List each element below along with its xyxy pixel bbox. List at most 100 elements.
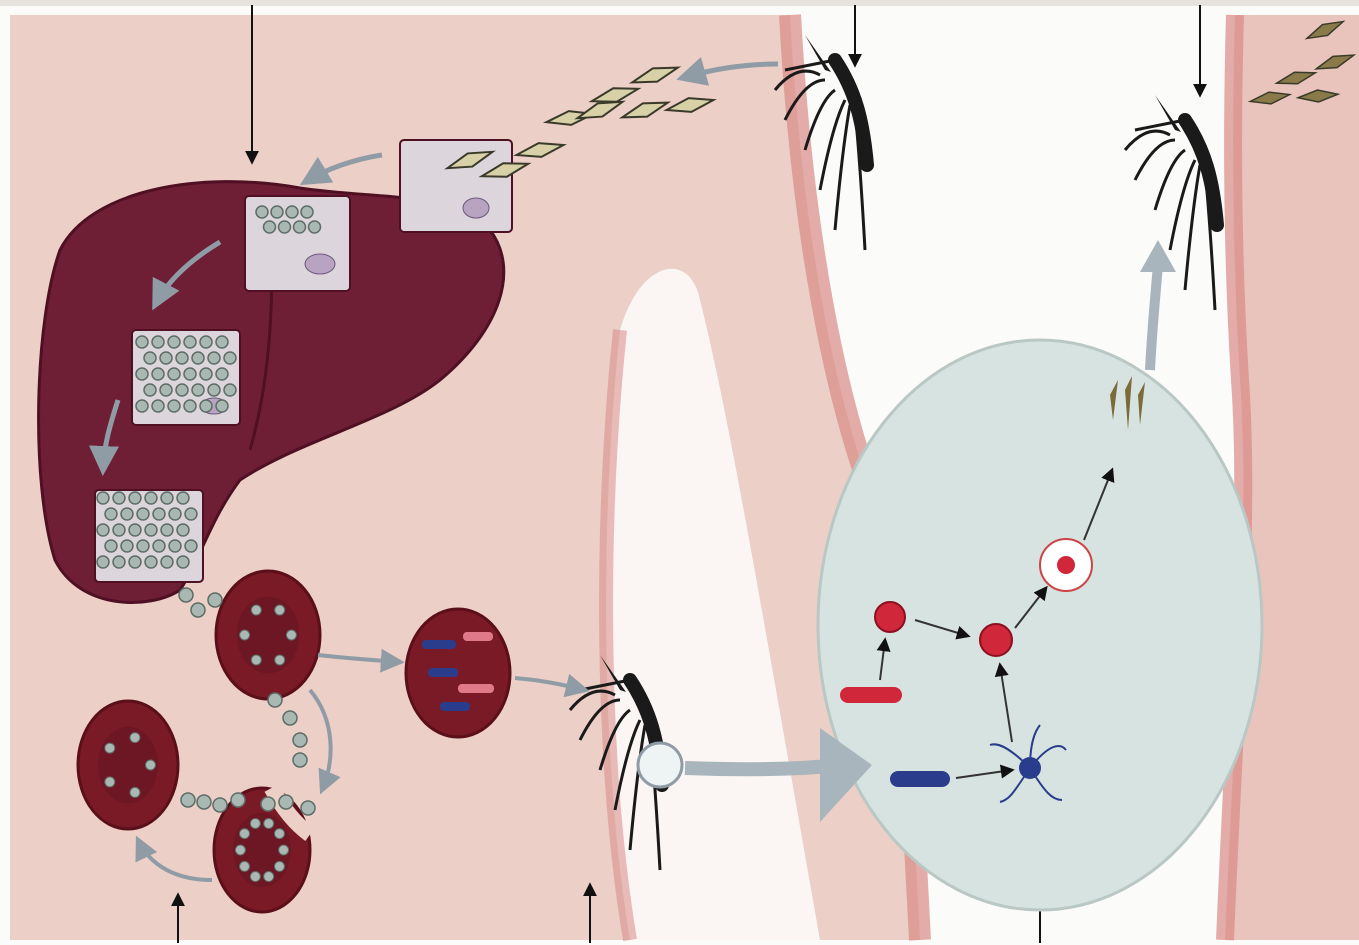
merozoite — [161, 492, 173, 504]
merozoite — [240, 630, 250, 640]
merozoite — [200, 400, 212, 412]
merozoite — [283, 711, 297, 725]
merozoite — [136, 336, 148, 348]
merozoite — [240, 861, 250, 871]
merozoite — [301, 801, 315, 815]
macrogamete — [875, 602, 905, 632]
merozoite — [213, 798, 227, 812]
merozoite — [216, 400, 228, 412]
merozoite — [160, 384, 172, 396]
merozoite — [97, 492, 109, 504]
merozoite — [264, 221, 276, 233]
merozoite — [279, 845, 289, 855]
zygote — [980, 624, 1012, 656]
merozoite — [184, 400, 196, 412]
merozoite — [261, 797, 275, 811]
merozoite — [168, 336, 180, 348]
merozoite — [168, 368, 180, 380]
macrogametocyte — [840, 687, 902, 703]
merozoite — [121, 508, 133, 520]
merozoite — [161, 556, 173, 568]
merozoite — [97, 556, 109, 568]
merozoite — [145, 524, 157, 536]
merozoite — [185, 508, 197, 520]
merozoite — [200, 336, 212, 348]
merozoite — [279, 795, 293, 809]
merozoite — [192, 384, 204, 396]
merozoite — [105, 540, 117, 552]
merozoite — [137, 540, 149, 552]
merozoite — [251, 605, 261, 615]
merozoite — [179, 588, 193, 602]
merozoite — [136, 400, 148, 412]
red-blood-cell — [216, 571, 320, 699]
merozoite — [169, 540, 181, 552]
oocyst-core — [1057, 556, 1075, 574]
merozoite — [105, 777, 115, 787]
merozoite — [176, 384, 188, 396]
merozoite — [136, 368, 148, 380]
merozoite — [208, 384, 220, 396]
merozoite — [286, 206, 298, 218]
merozoite — [105, 743, 115, 753]
merozoite — [177, 556, 189, 568]
merozoite — [145, 492, 157, 504]
merozoite — [152, 368, 164, 380]
merozoite — [192, 352, 204, 364]
merozoite — [105, 508, 117, 520]
merozoite — [184, 336, 196, 348]
merozoite — [153, 508, 165, 520]
red-blood-cell — [78, 701, 178, 829]
merozoite — [208, 352, 220, 364]
merozoite — [264, 872, 274, 882]
merozoite — [293, 753, 307, 767]
top-rule — [0, 0, 1359, 6]
merozoite — [191, 603, 205, 617]
merozoite — [309, 221, 321, 233]
merozoite — [169, 508, 181, 520]
merozoite — [231, 793, 245, 807]
merozoite — [177, 524, 189, 536]
merozoite — [274, 861, 284, 871]
merozoite — [301, 206, 313, 218]
merozoite — [268, 693, 282, 707]
merozoite — [113, 524, 125, 536]
merozoite — [216, 368, 228, 380]
hepatocyte-stage-1 — [400, 140, 512, 232]
merozoite — [152, 336, 164, 348]
merozoite — [185, 540, 197, 552]
merozoite — [235, 845, 245, 855]
merozoite — [168, 400, 180, 412]
merozoite — [264, 818, 274, 828]
gametocyte-cell — [406, 609, 510, 737]
merozoite — [251, 655, 261, 665]
merozoite — [274, 829, 284, 839]
merozoite — [224, 352, 236, 364]
merozoite — [144, 352, 156, 364]
merozoite — [197, 795, 211, 809]
merozoite — [275, 655, 285, 665]
merozoite — [184, 368, 196, 380]
merozoite — [224, 384, 236, 396]
merozoite — [144, 384, 156, 396]
merozoite — [113, 492, 125, 504]
merozoite — [129, 556, 141, 568]
merozoite — [121, 540, 133, 552]
merozoite — [161, 524, 173, 536]
merozoite — [286, 630, 296, 640]
merozoite — [130, 733, 140, 743]
merozoite — [160, 352, 172, 364]
merozoite — [250, 872, 260, 882]
blood-meal-bubble — [638, 743, 682, 787]
microgametocyte — [890, 771, 950, 787]
merozoite — [256, 206, 268, 218]
merozoite — [145, 556, 157, 568]
merozoite — [113, 556, 125, 568]
merozoite — [129, 524, 141, 536]
merozoite — [153, 540, 165, 552]
merozoite — [208, 593, 222, 607]
merozoite — [97, 524, 109, 536]
merozoite — [275, 605, 285, 615]
merozoite — [200, 368, 212, 380]
